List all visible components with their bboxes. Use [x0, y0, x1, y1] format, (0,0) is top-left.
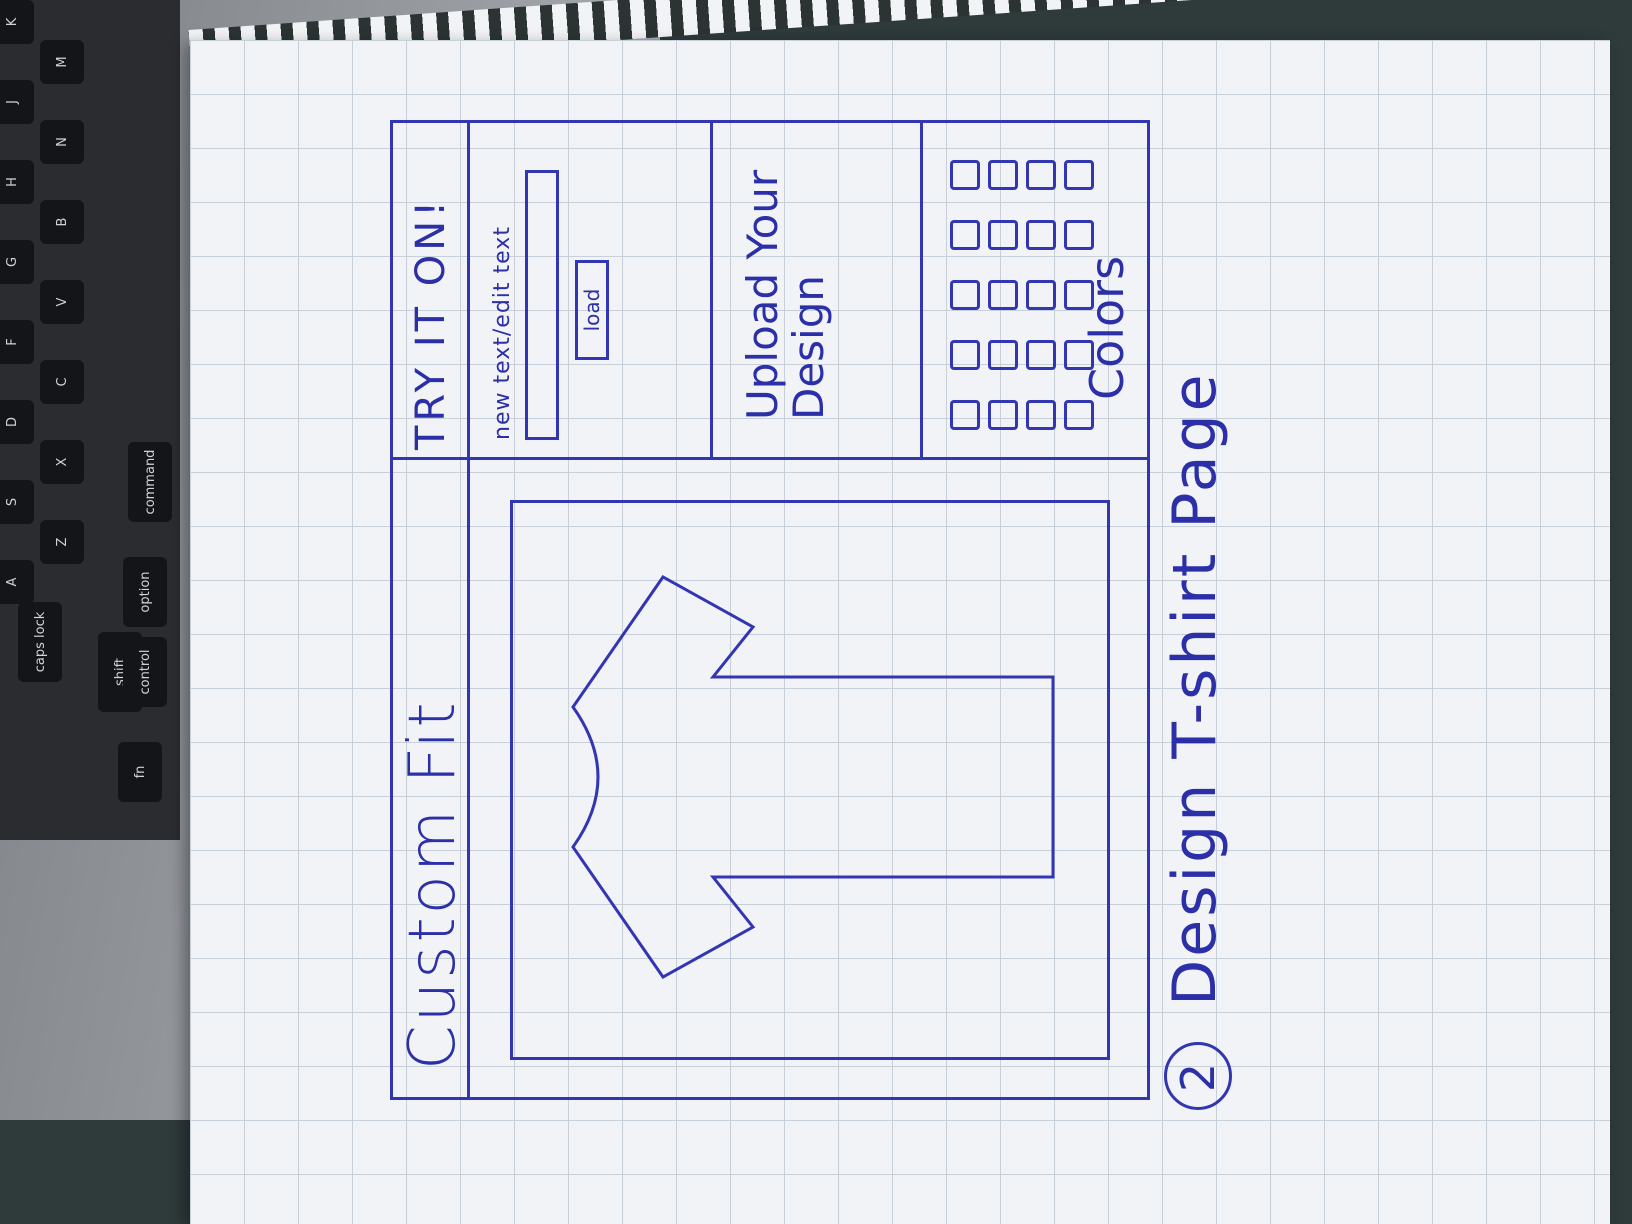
color-swatch[interactable]	[988, 160, 1018, 190]
color-swatch[interactable]	[1026, 220, 1056, 250]
color-swatch[interactable]	[988, 400, 1018, 430]
color-swatch[interactable]	[950, 400, 980, 430]
caption-number: 2	[1164, 1042, 1233, 1110]
wireframe-sketch: Custom Fit TRY IT ON! new text/edit text…	[390, 120, 1233, 1110]
color-swatch[interactable]	[988, 340, 1018, 370]
color-swatch[interactable]	[1064, 160, 1094, 190]
color-swatch[interactable]	[1064, 400, 1094, 430]
key-control: control	[123, 637, 167, 707]
key-j: J	[0, 80, 34, 124]
key-command: command	[128, 442, 172, 522]
key-s: S	[0, 480, 34, 524]
key-h: H	[0, 160, 34, 204]
key-n: N	[40, 120, 84, 164]
try-on-button[interactable]: TRY IT ON!	[408, 196, 454, 450]
key-k: K	[0, 0, 34, 44]
color-swatch[interactable]	[1026, 280, 1056, 310]
key-caps-lock: caps lock	[18, 602, 62, 682]
keyboard: caps lock shift fn A Z control option S …	[0, 0, 180, 840]
tshirt-preview-area	[510, 500, 1110, 1060]
key-b: B	[40, 200, 84, 244]
color-swatch[interactable]	[1026, 160, 1056, 190]
color-swatch[interactable]	[1026, 400, 1056, 430]
section-divider	[920, 120, 923, 457]
key-d: D	[0, 400, 34, 444]
text-input[interactable]	[525, 170, 559, 440]
color-swatch[interactable]	[950, 220, 980, 250]
wireframe-header: Custom Fit TRY IT ON!	[390, 120, 470, 1100]
key-z: Z	[40, 520, 84, 564]
colors-label: Colors	[1080, 255, 1134, 400]
color-swatch[interactable]	[1064, 220, 1094, 250]
key-a: A	[0, 560, 34, 604]
color-swatch-grid	[950, 130, 1094, 430]
upload-design-button[interactable]: Upload Your Design	[738, 169, 833, 420]
page-caption: 2 Design T-shirt Page	[1160, 371, 1233, 1110]
text-editor-panel: new text/edit text load	[490, 140, 609, 440]
key-option: option	[123, 557, 167, 627]
text-field-label: new text/edit text	[490, 226, 515, 440]
key-x: X	[40, 440, 84, 484]
key-f: F	[0, 320, 34, 364]
key-fn: fn	[118, 742, 162, 802]
color-swatch[interactable]	[950, 160, 980, 190]
color-swatch[interactable]	[950, 340, 980, 370]
color-swatch[interactable]	[988, 220, 1018, 250]
tshirt-icon	[571, 575, 1055, 979]
graph-paper	[190, 40, 1610, 1224]
color-swatch[interactable]	[950, 280, 980, 310]
key-m: M	[40, 40, 84, 84]
key-v: V	[40, 280, 84, 324]
section-divider	[710, 120, 713, 457]
color-swatch[interactable]	[1026, 340, 1056, 370]
key-g: G	[0, 240, 34, 284]
color-swatch[interactable]	[988, 280, 1018, 310]
panel-divider	[390, 457, 1150, 460]
key-c: C	[40, 360, 84, 404]
load-button[interactable]: load	[575, 260, 609, 360]
brand-logo-text: Custom Fit	[396, 699, 470, 1070]
caption-title: Design T-shirt Page	[1160, 371, 1230, 1006]
